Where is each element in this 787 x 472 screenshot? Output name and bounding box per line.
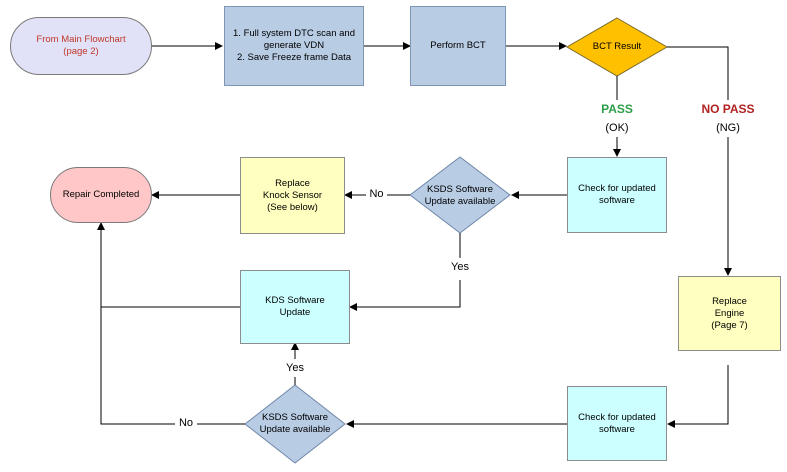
replace-engine-box: Replace Engine (Page 7) bbox=[678, 276, 781, 351]
yes-label-top: Yes bbox=[445, 261, 475, 274]
arrow-ksds-top-yes-lower bbox=[349, 280, 461, 311]
yes-label-bottom: Yes bbox=[280, 362, 310, 375]
ksds-bottom-label: KSDS Software Update available bbox=[259, 412, 331, 435]
kds-software-update-box: KDS Software Update bbox=[240, 270, 350, 344]
pass-sub-label: (OK) bbox=[605, 122, 629, 134]
arrow-ksds-bottom-no-left bbox=[100, 307, 175, 425]
check-update-top-box: Check for updated software bbox=[567, 157, 667, 233]
arrow-kds-to-repair bbox=[97, 222, 240, 308]
arrow-engine-to-check-bottom bbox=[667, 365, 729, 428]
bct-result-label: BCT Result bbox=[592, 41, 642, 52]
check-update-bottom-box: Check for updated software bbox=[567, 386, 667, 461]
ksds-top-label: KSDS Software Update available bbox=[424, 184, 496, 207]
start-terminal: From Main Flowchart (page 2) bbox=[10, 17, 152, 75]
pass-label: PASS bbox=[601, 102, 633, 116]
scan-step-box: 1. Full system DTC scan and generate VDN… bbox=[224, 6, 364, 86]
no-pass-label: NO PASS bbox=[701, 102, 755, 116]
no-label-bottom: No bbox=[175, 417, 197, 430]
perform-bct-box: Perform BCT bbox=[410, 6, 506, 86]
arrow-nopass-to-engine bbox=[667, 46, 729, 100]
no-label-top: No bbox=[366, 188, 387, 201]
no-pass-sub-label: (NG) bbox=[716, 122, 740, 134]
repair-completed-terminal: Repair Completed bbox=[50, 167, 152, 223]
ksds-bottom-diamond bbox=[244, 384, 346, 464]
replace-knock-sensor-box: Replace Knock Sensor (See below) bbox=[240, 157, 345, 234]
